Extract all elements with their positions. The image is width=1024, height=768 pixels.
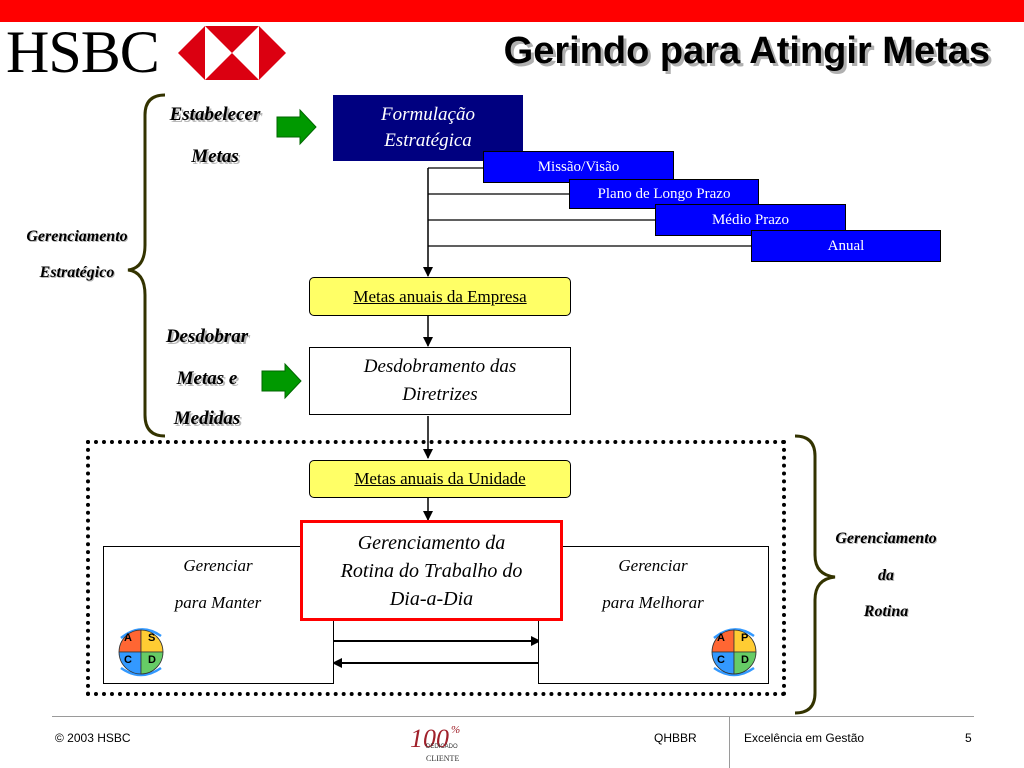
pdca-cycle-icon: A P C D — [702, 624, 766, 680]
hsbc-hexagon-logo-icon — [178, 26, 286, 80]
right-brace — [794, 434, 836, 715]
label-gerenciamento-rotina: Gerenciamento — [835, 530, 937, 547]
badge-word2: CLIENTE — [426, 754, 460, 763]
desdobramento-diretrizes-box: Desdobramento das Diretrizes — [309, 347, 571, 415]
melhorar-line2: para Melhorar — [602, 593, 704, 612]
rotina-dotted-region — [86, 440, 786, 696]
formulacao-estrategica-box: Formulação Estratégica — [333, 95, 523, 161]
footer-copyright: © 2003 HSBC — [55, 731, 131, 745]
footer-separator — [729, 716, 730, 768]
formulacao-line2: Estratégica — [384, 130, 472, 151]
green-arrow-top — [276, 108, 317, 146]
badge-word1: DEDICADO — [426, 744, 458, 750]
metas-anuais-unidade-box: Metas anuais da Unidade — [309, 460, 571, 498]
label-desdobrar: Desdobrar — [165, 326, 249, 347]
manter-line2: para Manter — [174, 593, 262, 612]
anual-box: Anual — [751, 230, 941, 262]
pdca-c: C — [717, 654, 725, 666]
manter-line1: Gerenciar — [183, 556, 253, 575]
rotina-line3: Dia-a-Dia — [389, 587, 474, 610]
hsbc-logo-text: HSBC — [6, 19, 160, 85]
footer-section: Excelência em Gestão — [744, 731, 865, 745]
medio-prazo-box: Médio Prazo — [655, 204, 846, 236]
sdca-d: D — [148, 654, 156, 666]
rotina-line2: Rotina do Trabalho do — [340, 559, 523, 582]
badge-percent: % — [451, 724, 461, 736]
gerenciamento-rotina-box: Gerenciamento da Rotina do Trabalho do D… — [300, 520, 563, 621]
sdca-a: A — [124, 632, 132, 644]
pdca-a: A — [717, 632, 725, 644]
label-estrategico: Estratégico — [39, 264, 115, 281]
label-metas-e: Metas e — [176, 368, 238, 389]
formulacao-line1: Formulação — [381, 104, 475, 125]
footer-code: QHBBR — [654, 731, 697, 745]
desdobramento-line2: Diretrizes — [402, 384, 478, 405]
pdca-p: P — [741, 632, 749, 644]
metas-anuais-empresa-box: Metas anuais da Empresa — [309, 277, 571, 316]
label-estabelecer: Estabelecer — [169, 104, 261, 125]
sdca-cycle-icon: A S C D — [109, 624, 173, 680]
page-number: 5 — [965, 731, 972, 745]
desdobramento-line1: Desdobramento das — [363, 356, 517, 377]
label-gerenciamento: Gerenciamento — [26, 228, 128, 245]
page-title: Gerindo para Atingir Metas — [503, 30, 990, 72]
pdca-d: D — [741, 654, 749, 666]
left-brace — [127, 93, 166, 438]
top-red-bar — [0, 0, 1024, 22]
green-arrow-bottom — [261, 362, 302, 400]
label-medidas: Medidas — [173, 408, 241, 429]
footer-divider — [52, 716, 974, 717]
label-da: da — [878, 567, 894, 584]
label-rotina: Rotina — [863, 603, 909, 620]
melhorar-line1: Gerenciar — [618, 556, 688, 575]
sdca-s: S — [148, 632, 156, 644]
dedicado-cliente-badge: 100 % DEDICADO CLIENTE — [408, 722, 468, 766]
rotina-line1: Gerenciamento da — [357, 531, 506, 554]
badge-number: 100 — [410, 724, 449, 753]
label-metas: Metas — [191, 146, 239, 167]
sdca-c: C — [124, 654, 132, 666]
